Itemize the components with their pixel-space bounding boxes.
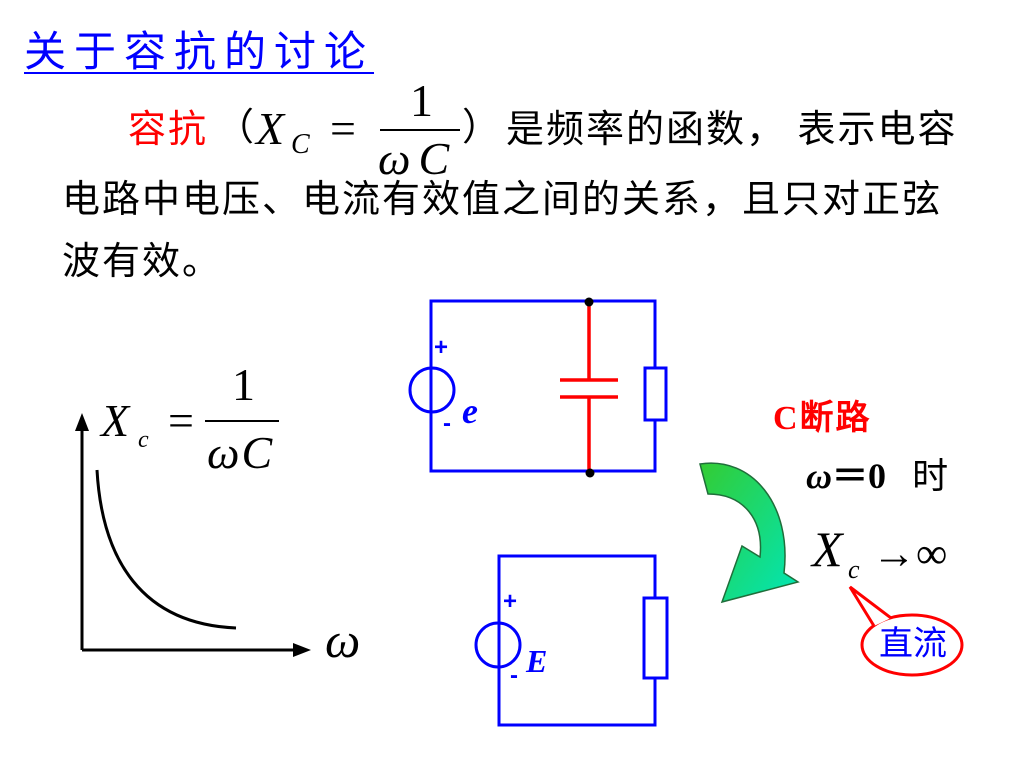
open-paren: （ xyxy=(216,107,257,149)
condition-value: ＝0 xyxy=(832,456,887,496)
node-top xyxy=(584,297,594,307)
term-capacitive-reactance: 容抗 xyxy=(128,109,209,151)
paragraph-line-3: 波有效。 xyxy=(62,241,223,283)
ac-voltage-source xyxy=(408,366,456,414)
dc-source-minus: - xyxy=(510,662,518,689)
capacitor-open-label: C断路 xyxy=(773,400,872,437)
graph-x-axis-label: ω xyxy=(325,612,361,668)
ac-source-plus: + xyxy=(434,334,449,361)
callout-pointer-fill xyxy=(850,587,891,626)
dc-source-label: E xyxy=(526,643,548,679)
curved-arrow-icon xyxy=(699,462,800,604)
formula-equals: = xyxy=(330,103,356,154)
formula-subscript: C xyxy=(291,129,310,160)
close-paren: ） xyxy=(462,107,503,149)
graph-formula-symbol: X xyxy=(101,395,130,446)
dc-resistor xyxy=(642,596,669,680)
xc-frequency-graph xyxy=(75,413,311,657)
ac-circuit-wire-loop xyxy=(429,299,657,473)
formula-denominator: ωC xyxy=(378,133,458,184)
ac-source-label: e xyxy=(462,391,478,431)
callout-text-dc: 直流 xyxy=(879,626,947,663)
xc-curve xyxy=(95,469,237,630)
dc-circuit xyxy=(474,554,669,727)
condition-omega: ω xyxy=(806,456,833,496)
callout-pointer xyxy=(848,585,892,627)
dc-voltage-source xyxy=(474,621,522,669)
node-bottom xyxy=(585,468,595,478)
dc-circuit-wire-loop xyxy=(497,554,657,727)
callout-ellipse xyxy=(860,613,964,677)
graph-formula-fraction-line xyxy=(205,420,279,422)
x-axis-arrowhead xyxy=(293,643,311,657)
paragraph-line-1: 是频率的函数， 表示电容 xyxy=(506,109,958,151)
slide-title: 关于容抗的讨论 xyxy=(24,30,375,76)
graph-formula-equals: = xyxy=(168,395,194,446)
dc-source-plus: + xyxy=(503,588,518,615)
formula-numerator: 1 xyxy=(410,75,433,126)
limit-subscript: c xyxy=(848,555,860,584)
limit-tends-to-infinity: →∞ xyxy=(872,529,948,578)
formula-fraction-line xyxy=(380,129,460,131)
dc-callout-bubble xyxy=(848,585,964,677)
zero-frequency-condition: ω＝0 时 xyxy=(806,458,948,494)
formula-symbol: X xyxy=(256,103,285,154)
graph-formula-subscript: c xyxy=(138,427,149,453)
graph-formula-denominator: ωC xyxy=(207,427,275,478)
ac-circuit xyxy=(408,297,668,478)
ac-resistor xyxy=(643,366,668,422)
paragraph-line-2: 电路中电压、电流有效值之间的关系，且只对正弦 xyxy=(62,179,943,221)
graph-formula-numerator: 1 xyxy=(232,359,255,410)
y-axis-arrowhead xyxy=(75,413,89,431)
ac-source-minus: - xyxy=(443,410,451,437)
condition-word: 时 xyxy=(912,456,949,496)
limit-symbol: X xyxy=(812,521,843,577)
